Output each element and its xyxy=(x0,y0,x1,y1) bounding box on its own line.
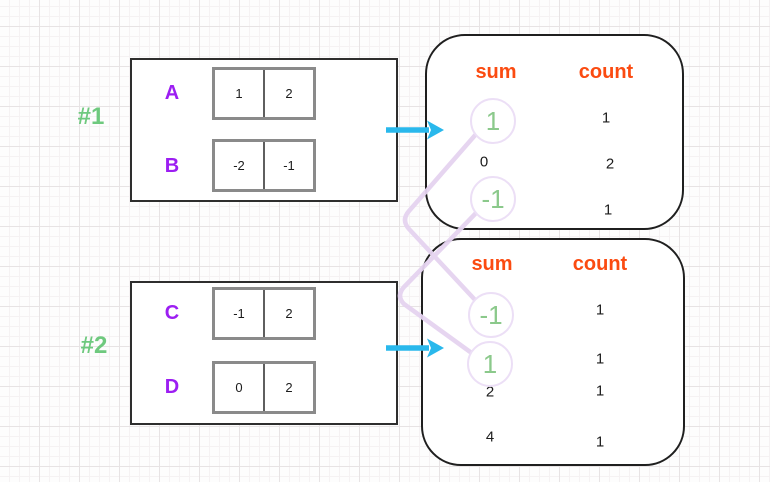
count-value: 1 xyxy=(595,382,605,400)
sum-highlight-circle: 1 xyxy=(467,341,513,387)
group-1-array-A: 1 2 xyxy=(212,67,316,120)
group-1-label: #1 xyxy=(77,103,105,130)
sum-value: -1 xyxy=(479,299,503,330)
group-2-array-D: 0 2 xyxy=(212,361,316,414)
sum-highlight-circle: -1 xyxy=(468,292,514,338)
array-cell: -1 xyxy=(263,142,313,189)
sum-value: 4 xyxy=(485,428,495,446)
group-1-row-B-label: B xyxy=(164,155,180,177)
count-value: 1 xyxy=(603,201,613,219)
group-1-sum-header: sum xyxy=(475,61,517,83)
count-value: 1 xyxy=(601,109,611,127)
group-1-row-A-label: A xyxy=(164,82,180,104)
count-value: 1 xyxy=(595,350,605,368)
array-cell: 2 xyxy=(263,364,313,411)
array-cell: -2 xyxy=(233,158,245,173)
count-value: 1 xyxy=(595,433,605,451)
group-2-array-C: -1 2 xyxy=(212,287,316,340)
sum-value: 2 xyxy=(485,383,495,401)
array-cell: -1 xyxy=(233,306,245,321)
count-value: 2 xyxy=(605,155,615,173)
array-cell: 0 xyxy=(235,380,243,395)
group-2-row-C-label: C xyxy=(164,302,180,324)
group-2-label: #2 xyxy=(80,332,108,359)
count-value: 1 xyxy=(595,301,605,319)
sum-value: 0 xyxy=(479,153,489,171)
array-cell: 2 xyxy=(263,70,313,117)
group-1-result-box xyxy=(425,34,684,230)
array-cell: 1 xyxy=(235,86,243,101)
group-1-count-header: count xyxy=(578,61,634,83)
group-2-row-D-label: D xyxy=(164,376,180,398)
sum-highlight-circle: 1 xyxy=(470,98,516,144)
sum-highlight-circle: -1 xyxy=(470,176,516,222)
sum-value: -1 xyxy=(481,183,505,214)
group-2-result-box xyxy=(421,238,685,466)
group-1-array-B: -2 -1 xyxy=(212,139,316,192)
group-2-sum-header: sum xyxy=(471,253,513,275)
group-2-count-header: count xyxy=(572,253,628,275)
sum-value: 1 xyxy=(485,105,501,136)
sum-value: 1 xyxy=(482,348,498,379)
array-cell: 2 xyxy=(263,290,313,337)
